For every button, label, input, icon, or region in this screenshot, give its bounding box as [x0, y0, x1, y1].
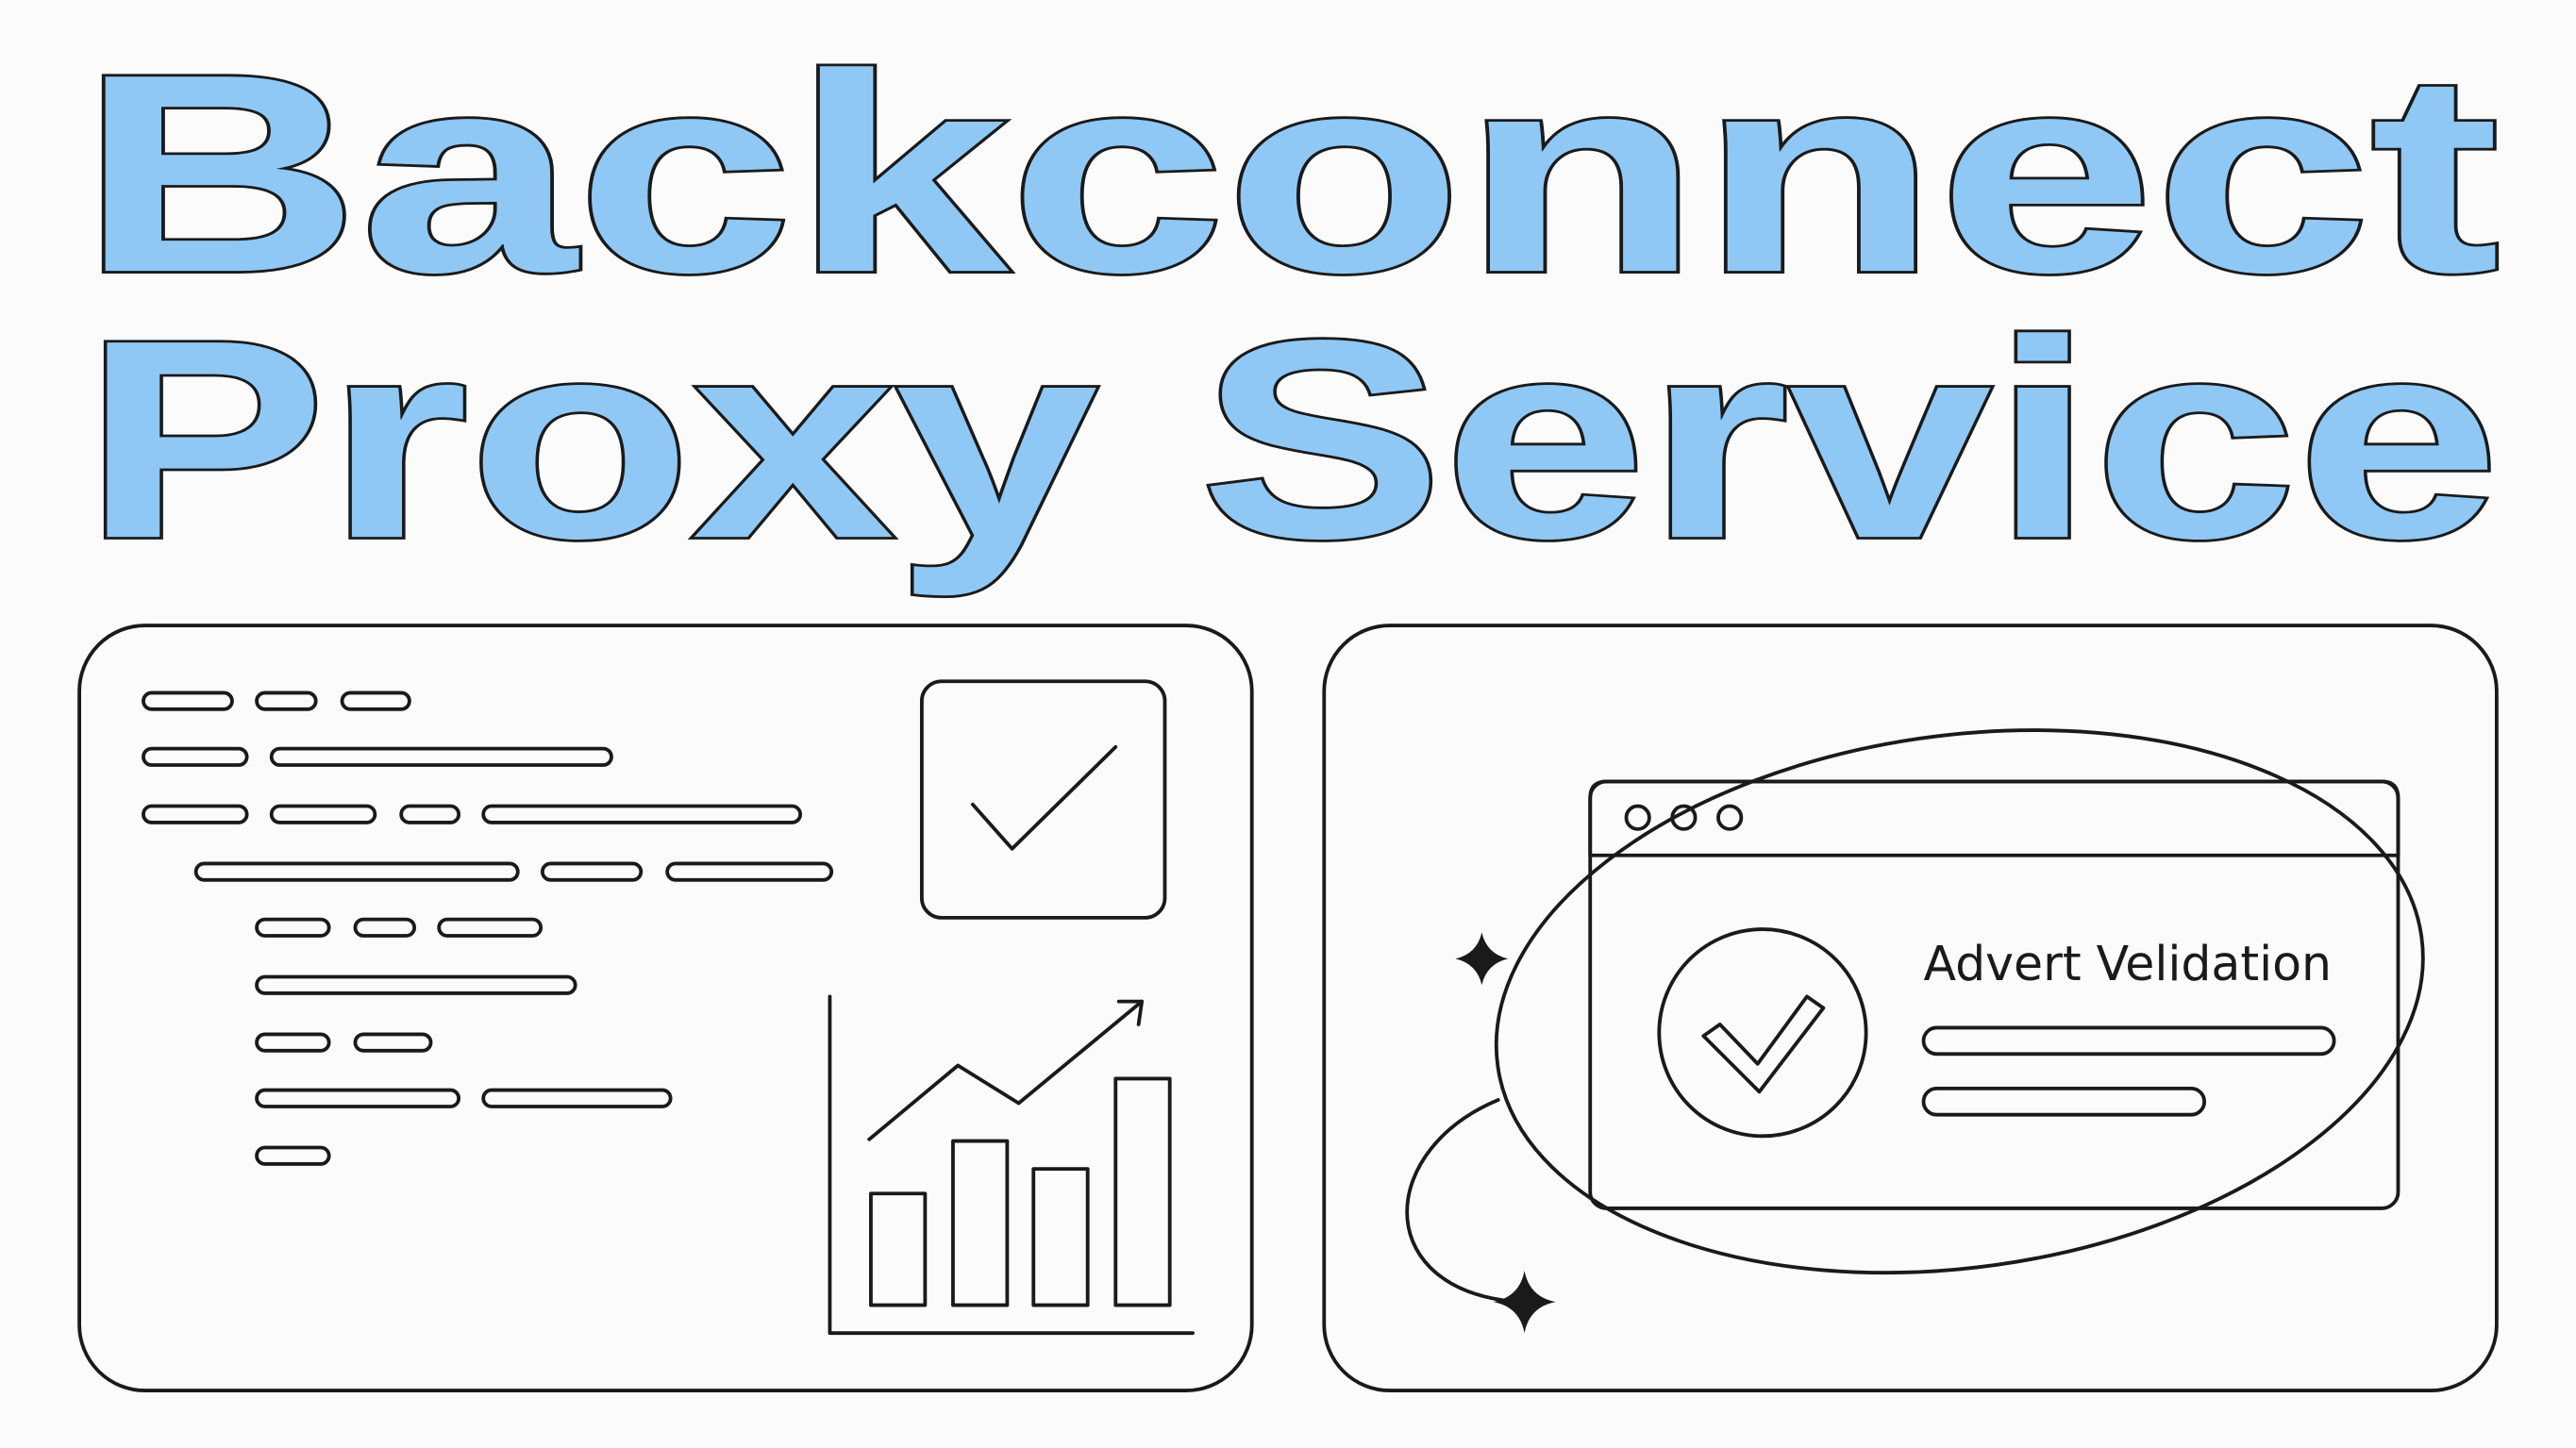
- code-line: [481, 804, 803, 824]
- text-placeholder: [1921, 1025, 2336, 1057]
- code-line: [353, 917, 417, 938]
- code-lines: [142, 691, 834, 1166]
- orbit-curve: [1405, 1098, 1505, 1303]
- bar-4: [1113, 1076, 1172, 1307]
- code-line: [665, 861, 834, 882]
- code-line: [255, 1088, 461, 1108]
- trend-arrow-icon: [867, 999, 1145, 1141]
- code-line: [481, 1088, 673, 1108]
- bar-1: [869, 1191, 928, 1307]
- sparkle-icon: [1455, 932, 1509, 986]
- title-line-1: Backconnect: [79, 16, 2500, 331]
- bar-chart-icon: [828, 994, 1195, 1336]
- bar-3: [1031, 1167, 1090, 1307]
- code-line: [340, 691, 411, 711]
- window-dot: [1670, 804, 1698, 831]
- code-line: [255, 1032, 331, 1053]
- code-line: [353, 1032, 433, 1053]
- code-line: [255, 1145, 331, 1166]
- code-line: [255, 691, 318, 711]
- code-line: [399, 804, 461, 824]
- code-line: [142, 746, 249, 767]
- code-line: [540, 861, 644, 882]
- browser-window: Advert Velidation: [1588, 779, 2400, 1210]
- title-line-2: Proxy Service: [83, 282, 2501, 598]
- check-circle-icon: [1657, 927, 1868, 1139]
- code-line: [193, 861, 520, 882]
- code-line: [255, 917, 331, 938]
- code-line: [269, 804, 377, 824]
- window-dot: [1716, 804, 1744, 831]
- code-line: [142, 691, 234, 711]
- window-dot: [1624, 804, 1651, 831]
- code-line: [269, 746, 613, 767]
- validation-panel: Advert Velidation: [1322, 624, 2499, 1393]
- background-blob: [1494, 728, 2425, 1275]
- sparkle-icon: [1493, 1271, 1556, 1334]
- text-placeholder: [1921, 1086, 2207, 1117]
- bar-2: [951, 1139, 1010, 1307]
- code-panel: [77, 624, 1254, 1393]
- code-line: [142, 804, 249, 824]
- code-line: [255, 974, 577, 995]
- checkbox-icon: [919, 679, 1167, 920]
- code-line: [437, 917, 544, 938]
- validation-label: Advert Velidation: [1924, 936, 2333, 991]
